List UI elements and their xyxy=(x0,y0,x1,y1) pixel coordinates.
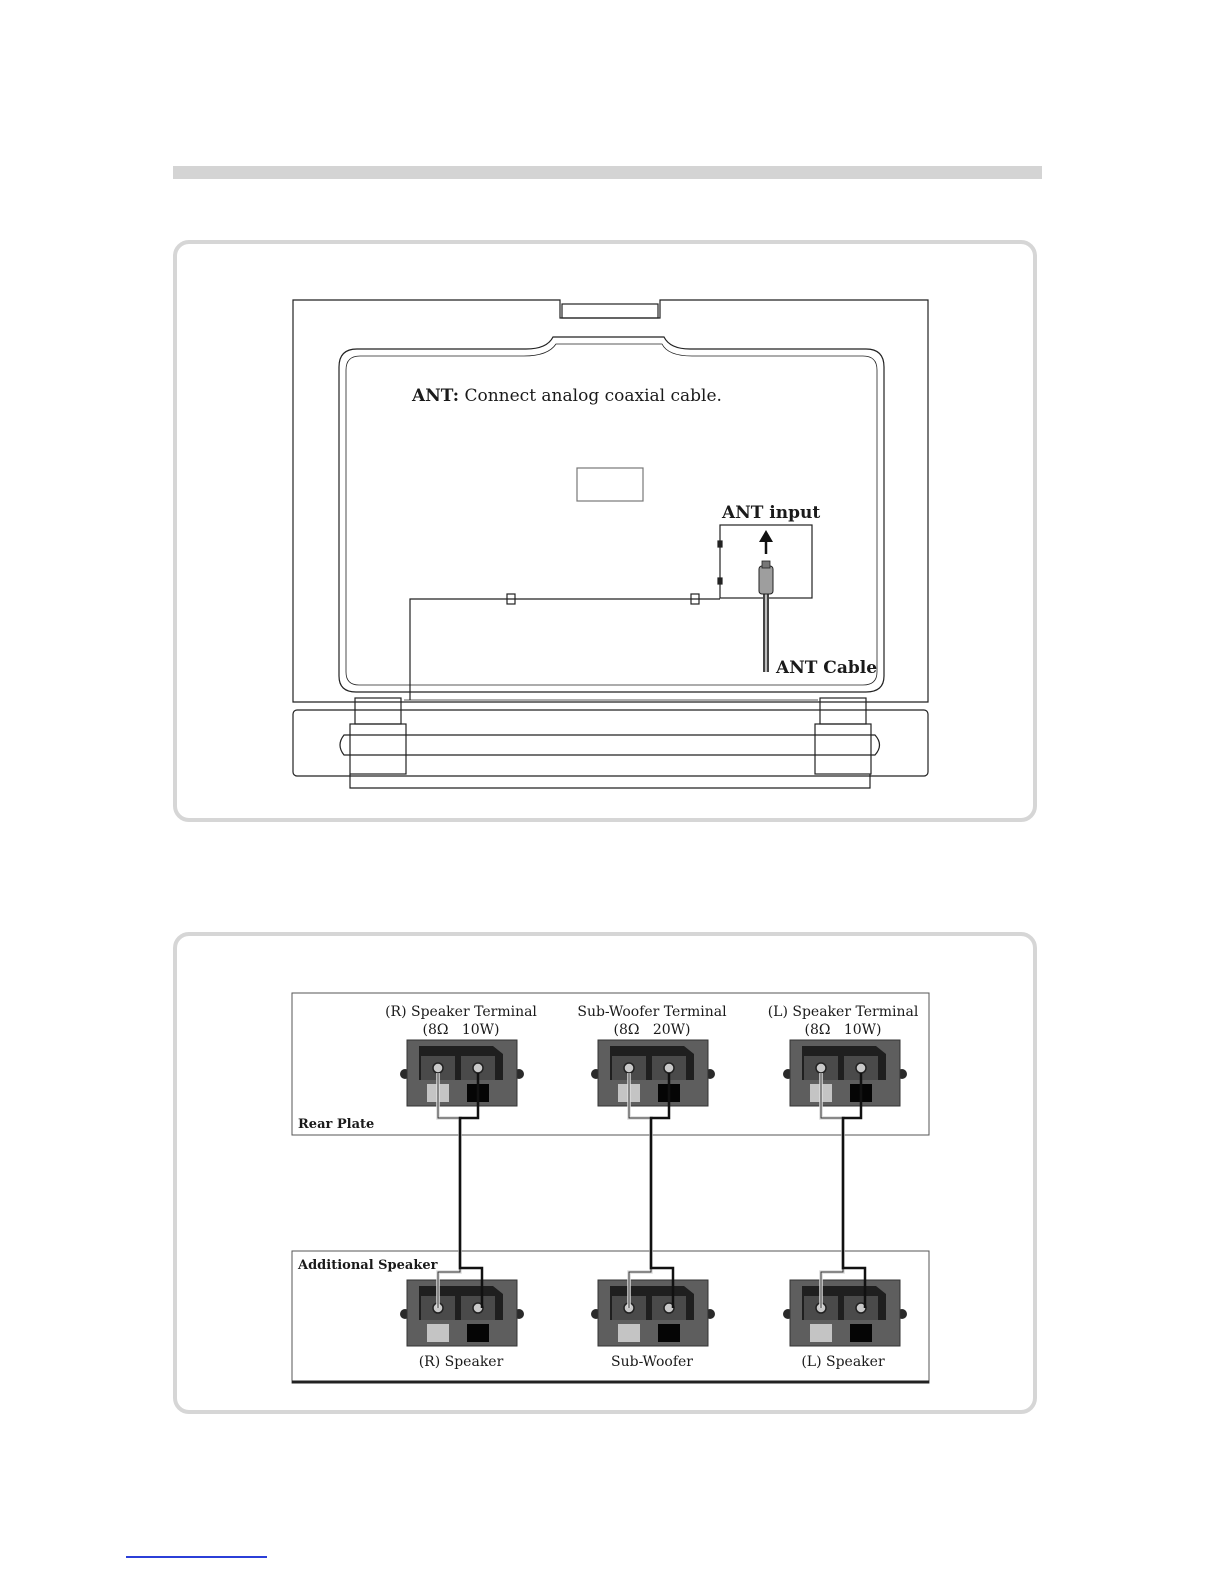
terminal-title: (L) Speaker Terminal xyxy=(768,1004,919,1020)
rear-plate-label: Rear Plate xyxy=(298,1117,374,1132)
speaker-terminal-r xyxy=(400,1280,524,1346)
terminal-group-l: (L) Speaker Terminal (8Ω 10W) (L) Speake… xyxy=(768,1004,919,1370)
speaker-label: (L) Speaker xyxy=(801,1354,885,1370)
rear-terminal-sub xyxy=(591,1040,715,1106)
footer-link-underline xyxy=(126,1556,267,1558)
terminal-spec: (8Ω 20W) xyxy=(614,1022,691,1038)
ant-instruction: ANT: Connect analog coaxial cable. xyxy=(411,386,722,406)
terminal-group-r: (R) Speaker Terminal (8Ω 10W) (R) Speake… xyxy=(385,1004,537,1370)
speaker-label: Sub-Woofer xyxy=(611,1354,693,1370)
rear-terminal-r xyxy=(400,1040,524,1106)
tv-rear-illustration xyxy=(293,300,928,788)
terminal-title: (R) Speaker Terminal xyxy=(385,1004,537,1020)
speaker-terminal-sub xyxy=(591,1280,715,1346)
speaker-terminal-l xyxy=(783,1280,907,1346)
terminal-spec: (8Ω 10W) xyxy=(805,1022,882,1038)
ant-instruction-bold: ANT: xyxy=(411,386,459,406)
ant-instruction-text: Connect analog coaxial cable. xyxy=(459,386,722,406)
ant-input-label: ANT input xyxy=(721,503,820,523)
terminal-title: Sub-Woofer Terminal xyxy=(577,1004,727,1020)
additional-speaker-label: Additional Speaker xyxy=(297,1258,438,1273)
terminal-group-sub: Sub-Woofer Terminal (8Ω 20W) Sub-Woofer xyxy=(577,1004,727,1370)
speaker-label: (R) Speaker xyxy=(419,1354,504,1370)
terminal-spec: (8Ω 10W) xyxy=(423,1022,500,1038)
ant-cable-label: ANT Cable xyxy=(775,658,877,678)
rear-terminal-l xyxy=(783,1040,907,1106)
